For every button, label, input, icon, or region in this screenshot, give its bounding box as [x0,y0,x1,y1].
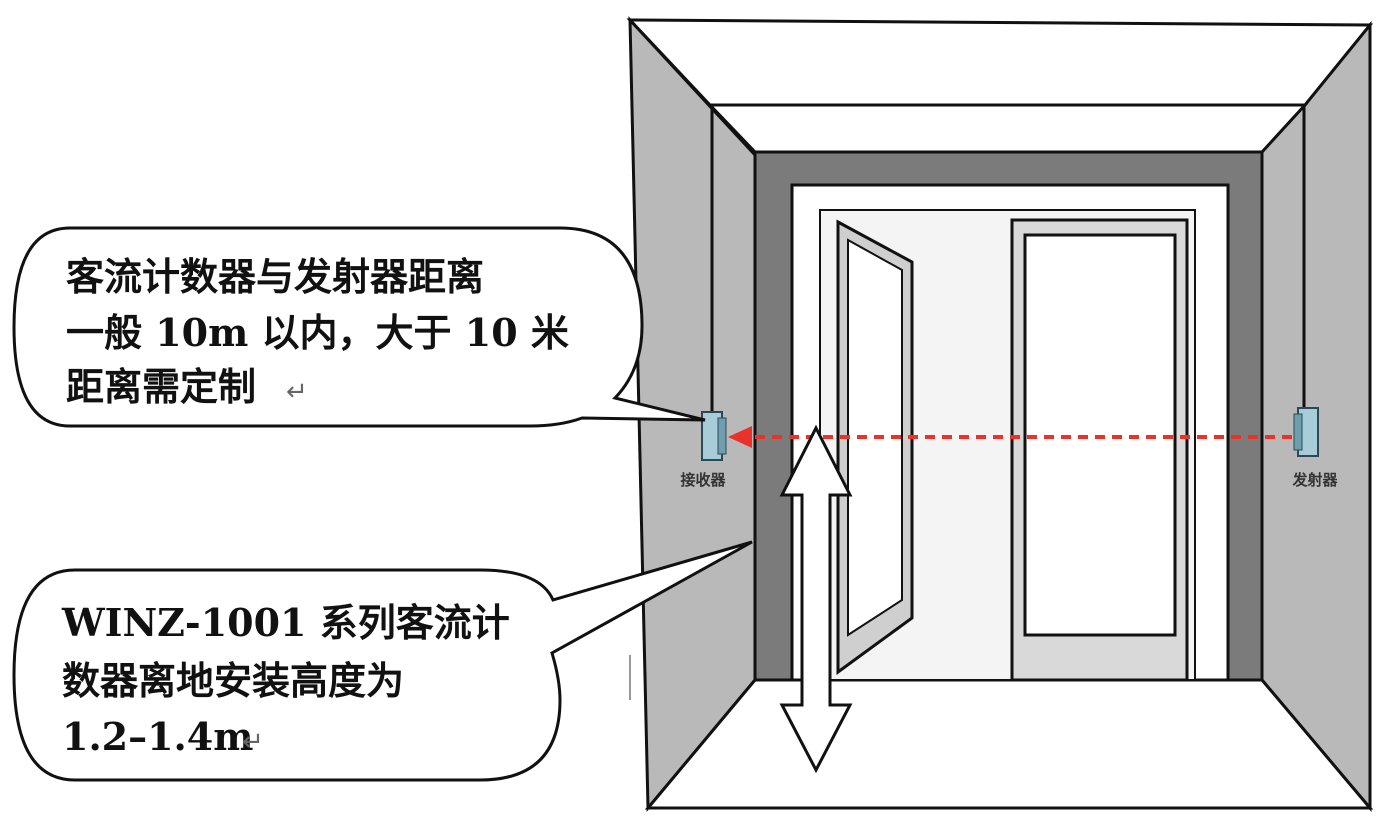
callout-top-para-mark: ↵ [286,377,308,407]
emitter-label: 发射器 [1291,471,1338,489]
ceiling-inner [706,103,1309,154]
height-arrow [779,424,853,774]
callout-bottom-bubble [12,540,753,782]
svg-text:客流计数器与发射器距离 一般 10m 以内，大于: 客流计数器与发射器距离 一般 10m 以内，大于 10 米 距离需定制 [66,254,582,409]
receiver-face [717,417,727,455]
callout-top-line-2: 一般 10m 以内，大于 10 米 [66,310,569,355]
emitter-device [1293,407,1319,457]
callout-top: 客流计数器与发射器距离 一般 10m 以内，大于 10 米 距离需定制 ↵ [12,226,706,428]
floor [644,678,1374,810]
callout-bottom-line-1: WINZ-1001 系列客流计 [61,600,510,645]
ceiling [626,18,1374,107]
callout-bottom: WINZ-1001 系列客流计 数器离地安装高度为 1.2–1.4m ↵ [12,540,753,782]
callout-top-bubble [12,226,706,428]
callout-bottom-line-3: 1.2–1.4m [62,714,253,759]
callout-bottom-line-2: 数器离地安装高度为 [62,658,404,703]
room [626,16,1374,813]
beam-arrowhead [728,426,752,448]
receiver-label: 接收器 [680,471,726,489]
receiver-device [701,411,727,461]
emitter-face [1293,413,1303,451]
callout-top-line-1: 客流计数器与发射器距离 [66,254,484,299]
svg-text:WINZ-1001 系列客流计 数器离地安装高度: WINZ-1001 系列客流计 数器离地安装高度为 1.2–1.4m [61,600,523,759]
callout-bottom-para-mark: ↵ [242,727,264,757]
callout-top-line-3: 距离需定制 [66,364,256,409]
